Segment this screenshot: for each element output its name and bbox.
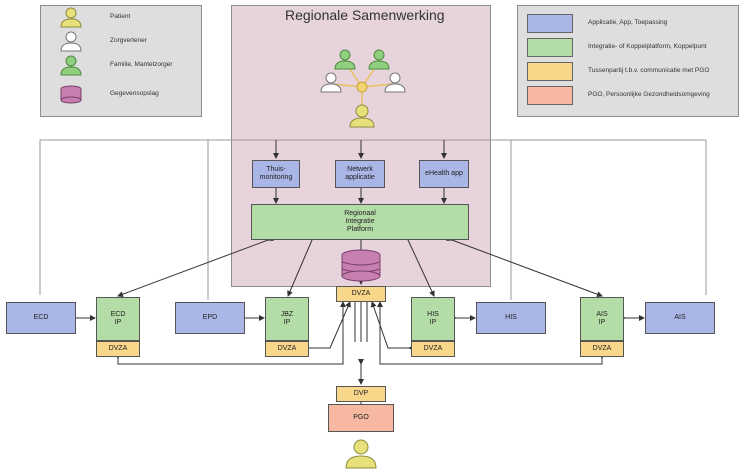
family-icon: [60, 55, 82, 76]
legend-label-intermediary: Tussenpartij t.b.v. communicatie met PGO: [588, 67, 710, 74]
his-ip: HIS IP: [411, 297, 455, 341]
legend-swatch-application: [527, 14, 573, 33]
jbz-ip: JBZ IP: [265, 297, 309, 341]
patient-icon: [60, 7, 82, 28]
database-icon: [60, 85, 82, 104]
app-ehealth: eHealth app: [419, 160, 469, 188]
ais-dvza: DVZA: [580, 341, 624, 357]
ecd-ip: ECD IP: [96, 297, 140, 341]
ecd-dvza: DVZA: [96, 341, 140, 357]
legend-label-application: Applicatie, App, Toepassing: [588, 19, 668, 26]
care-network-icon: [320, 49, 406, 128]
legend-label-care-provider: Zorgverlener: [110, 37, 147, 44]
legend-label-pgo: PGO, Persoonlijke Gezondheidsomgeving: [588, 91, 710, 98]
jbz-dvza: DVZA: [265, 341, 309, 357]
legend-swatch-integration: [527, 38, 573, 57]
legend-swatch-pgo: [527, 86, 573, 105]
system-ecd: ECD: [6, 302, 76, 334]
app-thuismonitoring: Thuis- monitoring: [252, 160, 300, 188]
system-ais: AIS: [645, 302, 715, 334]
ais-ip: AIS IP: [580, 297, 624, 341]
system-epd: EPD: [175, 302, 245, 334]
legend-label-database: Gegevensopslag: [110, 90, 159, 97]
regional-integration-platform: Regionaal Integratie Platform: [251, 204, 469, 240]
app-netwerk-applicatie: Netwerk applicatie: [335, 160, 385, 188]
dvza-center: DVZA: [336, 286, 386, 302]
legend-label-patient: Patient: [110, 13, 131, 20]
legend-label-integration: Integratie- of Koppelplatform, Koppelpun…: [588, 43, 707, 50]
dvp: DVP: [336, 386, 386, 402]
legend-label-family: Familie, Mantelzorger: [110, 61, 173, 68]
care-provider-icon: [60, 31, 82, 52]
diagram-title: Regionale Samenwerking: [285, 7, 445, 23]
legend-swatch-intermediary: [527, 62, 573, 81]
regional-database-icon: [341, 249, 381, 282]
system-his: HIS: [476, 302, 546, 334]
bottom-patient-icon: [345, 439, 377, 469]
his-dvza: DVZA: [411, 341, 455, 357]
pgo: PGO: [328, 404, 394, 432]
